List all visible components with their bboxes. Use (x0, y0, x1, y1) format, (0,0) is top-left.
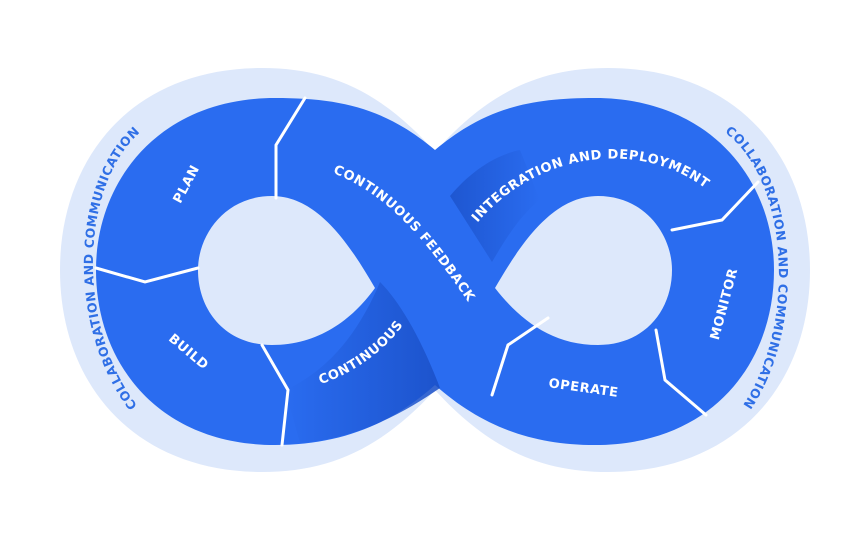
segment-dividers (94, 96, 760, 447)
infinity-band (96, 98, 774, 445)
